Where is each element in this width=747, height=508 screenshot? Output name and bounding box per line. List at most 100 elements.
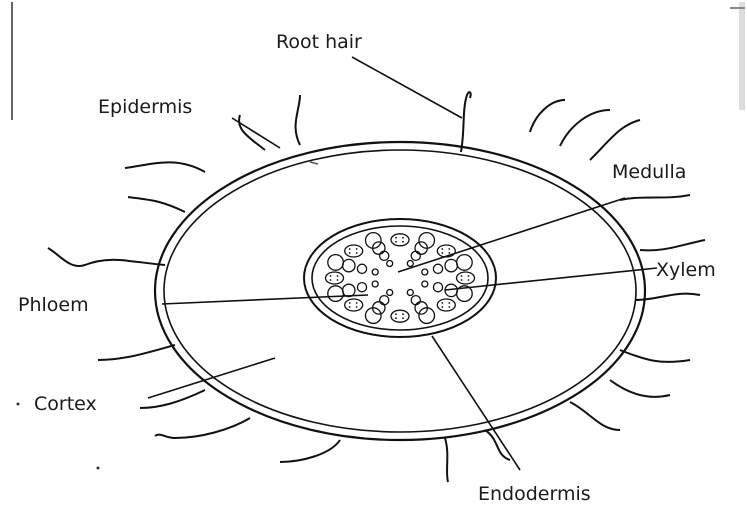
xylem-vessel [433,264,442,273]
phloem-stipple [448,306,450,308]
label-epidermis: Epidermis [98,96,192,118]
xylem-vessel [457,255,473,271]
root-hair-top-right-3 [530,100,565,132]
xylem-vessel [343,284,355,296]
root-hair-left-3 [98,345,175,360]
root-hair-bottom-right [570,402,620,430]
endodermis-inner [312,226,488,330]
scan-dot [97,467,100,470]
xylem-vessel [422,269,428,275]
phloem-stipple [468,275,470,277]
phloem-stipple [395,237,397,239]
xylem-vessel [343,259,355,271]
root-hair-right-1 [620,350,690,362]
root-hair-bottom-left-1 [140,390,205,408]
phloem-stipple [349,302,351,304]
phloem-stipple [402,317,404,319]
root-hair-top-left-2 [296,95,300,145]
phloem-stipple [448,302,450,304]
phloem-stipple [395,313,397,315]
phloem-stipple [441,306,443,308]
xylem-vessel [387,290,393,296]
label-medulla: Medulla [612,161,686,183]
phloem-stipple [448,252,450,254]
leader-root-hair [352,57,462,118]
xylem-vessel [328,286,344,302]
xylem-vessel [407,261,413,267]
root-hair-top [461,92,471,152]
phloem-stipple [356,306,358,308]
phloem-patch [457,272,475,284]
phloem-stipple [356,248,358,250]
phloem-stipple [349,252,351,254]
phloem-stipple [330,279,332,281]
scan-dash [310,162,318,164]
root-hair-right-4 [620,195,690,200]
endodermis-outer [304,219,496,337]
xylem-vessel [372,269,378,275]
xylem-vessel [380,296,389,305]
xylem-vessel [407,290,413,296]
label-phloem: Phloem [18,294,89,316]
epidermis-outline [155,142,645,440]
xylem-vessel [380,251,389,260]
phloem-stipple [356,302,358,304]
phloem-stipple [402,241,404,243]
leader-endodermis [432,336,520,470]
phloem-stipple [461,279,463,281]
root-hair-left-2 [48,248,165,266]
phloem-patch [326,272,344,284]
phloem-stipple [349,248,351,250]
root-hair-bottom-1 [280,440,340,462]
leader-xylem [445,268,657,290]
xylem-vessel [445,259,457,271]
phloem-stipple [402,313,404,315]
root-hair-bottom-2 [445,438,448,482]
label-endodermis: Endodermis [478,483,591,505]
label-cortex: Cortex [34,393,97,415]
xylem-vessel [422,281,428,287]
phloem-stipple [395,241,397,243]
xylem-vessel [411,296,420,305]
root-hair-right-3 [640,240,705,250]
phloem-stipple [337,275,339,277]
leader-cortex [148,358,275,398]
root-hair-right-5 [610,380,670,397]
phloem-patch [391,310,409,322]
xylem-vessel [328,255,344,271]
xylem-vessel [357,264,366,273]
phloem-patch [437,245,455,257]
root-hair-top-left-1 [239,115,265,150]
xylem-vessel [433,283,442,292]
phloem-stipple [441,302,443,304]
phloem-stipple [395,317,397,319]
root-hair-top-right-2 [560,110,610,146]
label-root-hair: Root hair [276,31,362,53]
scan-dot [17,403,20,406]
phloem-stipple [448,248,450,250]
label-xylem: Xylem [656,259,716,281]
cortex-inner-outline [164,150,636,432]
phloem-stipple [441,252,443,254]
phloem-stipple [337,279,339,281]
root-hair-bottom-left-2 [155,418,250,438]
leader-phloem [162,295,368,304]
phloem-patch [391,234,409,246]
xylem-vessel [357,283,366,292]
phloem-patch [437,299,455,311]
phloem-stipple [461,275,463,277]
vascular-bundles [326,233,475,324]
phloem-patch [345,245,363,257]
root-hair-left-1 [128,197,185,212]
phloem-stipple [330,275,332,277]
root-hair-top-right-1 [590,120,640,160]
phloem-stipple [468,279,470,281]
phloem-stipple [402,237,404,239]
phloem-stipple [441,248,443,250]
root-hair-top-left-3 [125,162,205,172]
phloem-patch [345,299,363,311]
xylem-vessel [411,251,420,260]
phloem-stipple [356,252,358,254]
